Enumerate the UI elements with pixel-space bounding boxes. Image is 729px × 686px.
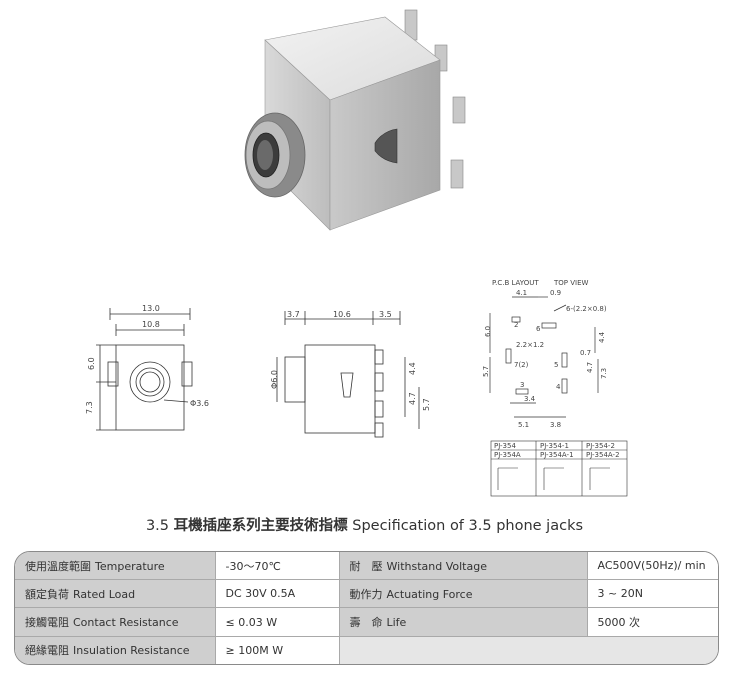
model-schematic-table: PJ-354 PJ-354-1 PJ-354-2 PJ-354A PJ-354A… (490, 440, 628, 497)
front-height-top: 6.0 (87, 357, 96, 370)
product-photo (244, 9, 466, 231)
pcb-pin-label: 7(2) (514, 361, 529, 369)
model-r1c2: PJ-354-1 (540, 442, 569, 450)
side-d1: 3.7 (287, 310, 300, 319)
pcb-d-bottom3: 3.8 (550, 421, 561, 429)
pcb-d-right1: 0.7 (580, 349, 591, 357)
spec-value: 5000 次 (587, 607, 718, 637)
model-r2c1: PJ-354A (494, 451, 521, 459)
side-h3: 5.7 (422, 398, 431, 411)
pcb-pin2: 2 (514, 321, 518, 329)
empty-cell (339, 636, 718, 664)
front-view-drawing: 13.0 10.8 6.0 7.3 Φ3.6 (85, 304, 209, 431)
pcb-d-bottom2: 5.1 (518, 421, 529, 429)
side-diameter: Φ6.0 (270, 370, 279, 389)
pcb-d-mid: 2.2×1.2 (516, 341, 544, 349)
model-r2c2: PJ-354A-1 (540, 451, 574, 459)
pcb-pin3: 3 (520, 381, 524, 389)
spec-value: ≤ 0.03 W (215, 607, 340, 637)
spec-value: 3 ~ 20N (587, 579, 718, 609)
pcb-title-left: P.C.B LAYOUT (492, 279, 539, 287)
pcb-holes: 6-(2.2×0.8) (566, 305, 607, 313)
side-h1: 4.4 (408, 362, 417, 375)
pcb-layout-drawing: P.C.B LAYOUT TOP VIEW 4.1 0.9 6-(2.2×0.8… (482, 279, 608, 429)
spec-value: AC500V(50Hz)/ min (587, 552, 718, 581)
spec-value: -30～70℃ (215, 552, 340, 581)
spec-value: ≥ 100M W (215, 636, 340, 664)
side-h2: 4.7 (408, 392, 417, 405)
pcb-d-bottom1: 3.4 (524, 395, 536, 403)
pcb-d-top: 4.1 (516, 289, 527, 297)
pcb-d-right2: 4.4 (598, 331, 606, 343)
model-r1c1: PJ-354 (494, 442, 516, 450)
pcb-d-right3: 4.7 (586, 362, 594, 373)
title-english: Specification of 3.5 phone jacks (352, 518, 584, 534)
spec-value: DC 30V 0.5A (215, 579, 340, 609)
model-r2c3: PJ-354A-2 (586, 451, 620, 459)
model-r1c3: PJ-354-2 (586, 442, 615, 450)
page-title: 3.5 耳機插座系列主要技術指標 Specification of 3.5 ph… (0, 514, 729, 535)
pcb-d-left: 6.0 (484, 326, 492, 337)
pcb-title-right: TOP VIEW (553, 279, 589, 287)
title-chinese: 耳機插座系列主要技術指標 (173, 518, 348, 534)
pcb-pin4: 4 (556, 383, 561, 391)
front-width-outer: 13.0 (142, 304, 160, 313)
side-d3: 3.5 (379, 310, 392, 319)
front-width-inner: 10.8 (142, 320, 160, 329)
pcb-d-top2: 0.9 (550, 289, 561, 297)
title-prefix: 3.5 (145, 518, 170, 534)
front-height-bottom: 7.3 (85, 401, 94, 414)
pcb-d-right4: 7.3 (600, 368, 608, 379)
front-hole-diameter: Φ3.6 (190, 399, 209, 408)
pcb-pin5: 5 (554, 361, 558, 369)
pcb-d-left2: 5.7 (482, 366, 490, 377)
side-d2: 10.6 (333, 310, 351, 319)
side-view-drawing: 3.7 10.6 3.5 Φ6.0 4.4 4.7 5.7 (270, 310, 431, 438)
pcb-pin6: 6 (536, 325, 541, 333)
